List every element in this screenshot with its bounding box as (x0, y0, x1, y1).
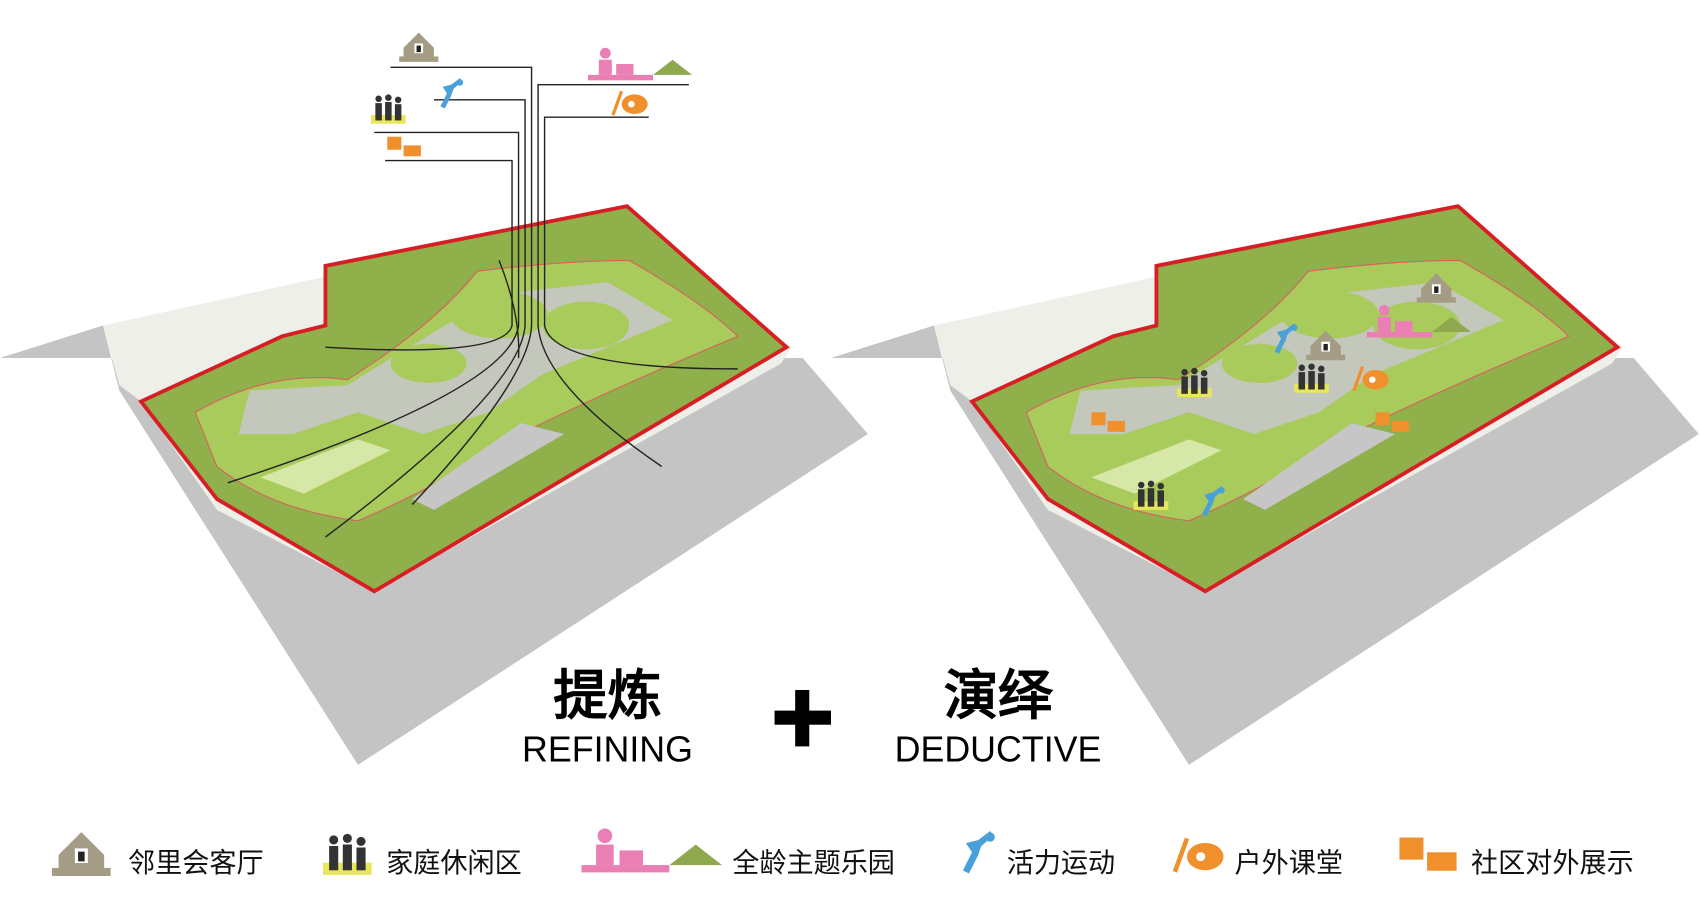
legend: 邻里会客厅 家庭休闲区 全龄主题乐园 活力运动 户外课堂 社区对外展示 (52, 828, 1634, 879)
legend-item-playground: 全龄主题乐园 (581, 828, 895, 879)
legend-item-runner: 活力运动 (962, 831, 1115, 879)
deductive-title-en: DEDUCTIVE (895, 730, 1102, 770)
house-icon (399, 32, 439, 62)
runner-icon (962, 831, 995, 874)
family-icon (1133, 480, 1169, 510)
refining-lines (227, 66, 738, 538)
deductive-title-cn: 演绎 (944, 664, 1054, 727)
refining-title-cn: 提炼 (553, 664, 661, 727)
legend-item-family: 家庭休闲区 (323, 833, 522, 879)
family-icon (1177, 367, 1212, 398)
blocks-icon (1399, 837, 1457, 871)
house-icon (52, 832, 111, 877)
legend-item-blocks: 社区对外展示 (1399, 837, 1634, 879)
plus-icon (774, 689, 831, 747)
runner-icon (440, 78, 464, 109)
palette-icon (611, 89, 650, 117)
family-icon (323, 833, 372, 875)
family-icon (371, 94, 406, 124)
legend-item-palette: 户外课堂 (1175, 838, 1343, 879)
legend-label: 家庭休闲区 (386, 848, 522, 879)
refining-title-en: REFINING (522, 730, 693, 770)
legend-label: 活力运动 (1007, 848, 1115, 879)
palette-icon (1175, 838, 1224, 871)
legend-label: 邻里会客厅 (128, 848, 264, 879)
legend-label: 社区对外展示 (1471, 848, 1634, 879)
playground-icon (587, 47, 693, 81)
legend-item-house: 邻里会客厅 (52, 832, 264, 879)
blocks-icon (387, 136, 421, 157)
left-site-map (0, 32, 870, 767)
family-icon (1294, 363, 1329, 393)
legend-label: 户外课堂 (1235, 848, 1343, 879)
legend-label: 全龄主题乐园 (732, 848, 895, 879)
playground-icon (581, 828, 723, 873)
